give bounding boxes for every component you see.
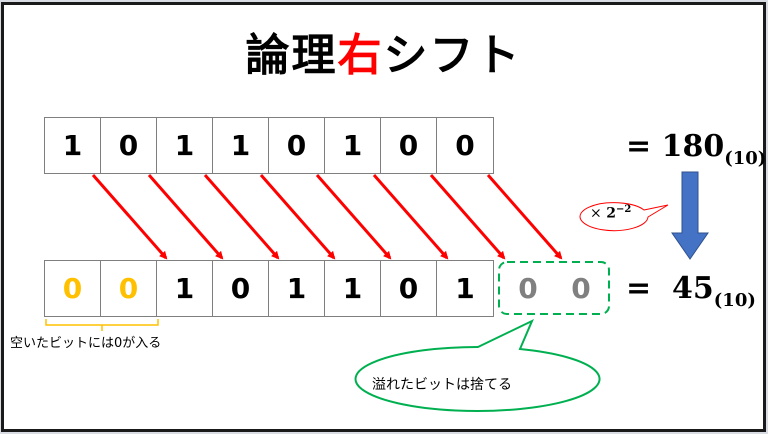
bit-cell: 0 <box>455 129 475 162</box>
overflow-callout-bubble <box>354 318 601 412</box>
original-base: (10) <box>724 148 767 169</box>
shift-arrow-3 <box>203 174 280 260</box>
original-decimal: = 180 <box>626 129 725 164</box>
bit-cell: 0 <box>381 118 437 173</box>
bit-cell: 0 <box>213 261 269 316</box>
bit-cell: 1 <box>455 272 475 305</box>
overflow-box <box>498 261 610 315</box>
fill-note: 空いたビットには0が入る <box>10 336 162 351</box>
fill-bracket <box>45 319 159 331</box>
multiply-sign: × <box>590 205 602 222</box>
page-title: 論理右シフト <box>4 19 763 83</box>
shifted-decimal: = 45 <box>626 271 714 306</box>
original-bit-row: 1 0 1 1 0 1 0 0 <box>44 117 494 174</box>
title-part-1: 論理 <box>245 30 338 81</box>
shifted-bit-row: 0 0 1 0 1 1 0 1 <box>44 260 494 317</box>
multiplier-base: 2 <box>606 205 616 222</box>
bit-cell: 1 <box>157 261 213 316</box>
shift-arrow-1 <box>91 174 168 260</box>
bit-cell: 1 <box>325 261 381 316</box>
bit-cell: 1 <box>269 261 325 316</box>
shift-arrow-4 <box>259 174 336 260</box>
overflow-note: 溢れたビットは捨てる <box>372 377 512 393</box>
title-part-2: シフト <box>383 30 522 81</box>
overflow-bit: 0 <box>518 271 538 305</box>
bit-cell: 1 <box>45 118 101 173</box>
bit-cell: 1 <box>325 118 381 173</box>
shift-arrows <box>91 174 563 260</box>
shifted-base: (10) <box>713 290 756 311</box>
bit-cell: 1 <box>213 118 269 173</box>
bit-cell: 0 <box>101 118 157 173</box>
bit-cell: 0 <box>381 261 437 316</box>
fill-bit-cell: 0 <box>101 261 157 316</box>
down-arrow-icon <box>671 171 709 260</box>
multiplier-label: × 2−2 <box>590 204 631 222</box>
shift-arrow-2 <box>147 174 224 260</box>
shift-arrow-6 <box>372 174 449 260</box>
multiplier-exponent: −2 <box>615 204 632 215</box>
overflow-bit: 0 <box>571 271 591 305</box>
shift-arrow-8 <box>486 174 563 260</box>
bit-cell: 0 <box>269 118 325 173</box>
original-value: = 180(10) <box>626 129 766 169</box>
title-accent: 右 <box>337 30 384 81</box>
fill-bit-cell: 0 <box>45 261 101 316</box>
shift-arrow-5 <box>315 174 392 260</box>
diagram-graphics <box>45 171 709 412</box>
multiplier-bubble <box>579 202 669 232</box>
shift-arrow-7 <box>429 174 506 260</box>
bit-cell: 1 <box>157 118 213 173</box>
shifted-value: = 45(10) <box>626 271 756 311</box>
